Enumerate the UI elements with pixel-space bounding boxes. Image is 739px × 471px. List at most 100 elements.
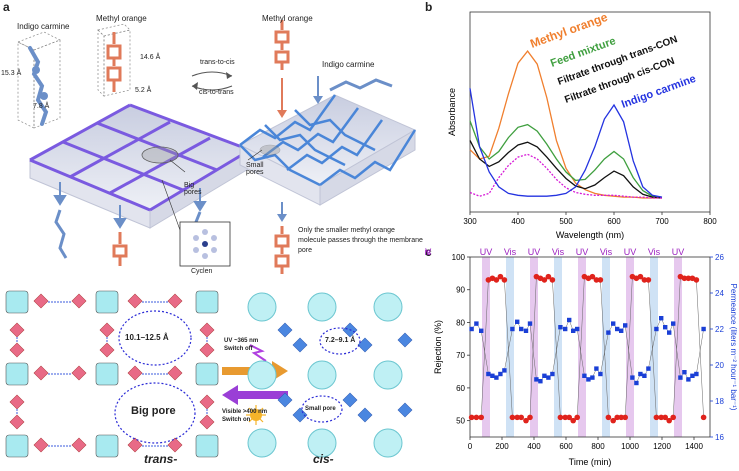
- panel-a-top-schematic: [17, 20, 417, 274]
- permeance-point: [546, 375, 551, 380]
- absorbance-ylabel: Absorbance: [447, 88, 457, 136]
- permeance-point: [490, 373, 495, 378]
- small-pore-label: Small pore: [305, 406, 336, 412]
- rejection-point: [473, 414, 480, 421]
- rejection-point: [641, 277, 648, 283]
- rejection-point: [545, 273, 552, 280]
- rejection-ytick-label: 80: [456, 318, 465, 327]
- rejection-ylabel: Rejection (%): [433, 320, 443, 374]
- rejection-point: [618, 414, 624, 421]
- methyl-passed-right: [274, 226, 290, 274]
- permeance-ytick-label: 24: [715, 289, 724, 298]
- rejection-point: [497, 273, 504, 280]
- permeance-point: [567, 317, 572, 323]
- absorbance-xtick-label: 600: [607, 217, 621, 226]
- permeance-point: [659, 316, 664, 321]
- cycle-top-label: Vis: [552, 247, 565, 257]
- time-xtick-label: 1400: [685, 442, 703, 451]
- rejection-point: [514, 414, 520, 421]
- time-xtick-label: 200: [495, 442, 509, 451]
- absorbance-xtick-label: 500: [559, 217, 573, 226]
- permeance-point: [634, 380, 639, 386]
- vis-band: [506, 257, 514, 437]
- time-xtick-label: 800: [591, 442, 605, 451]
- panel-c-letter: c: [425, 245, 432, 259]
- absorbance-plot-frame: [469, 11, 711, 213]
- panel-a-letter: a: [3, 0, 10, 14]
- permeance-point: [527, 321, 533, 326]
- absorbance-xtick-label: 400: [511, 217, 525, 226]
- permeance-ytick-label: 18: [715, 397, 724, 406]
- rejection-point: [662, 414, 668, 421]
- uv-band: [674, 257, 682, 437]
- panel-b-letter: b: [425, 0, 433, 14]
- time-xtick-label: 400: [527, 442, 541, 451]
- indigo-passed-left: [54, 209, 68, 259]
- cycle-top-label: UV: [576, 247, 589, 257]
- dim-14-6-label: 14.6 Å: [140, 54, 161, 61]
- rejection-point: [610, 417, 616, 424]
- methyl-molecule-right: [274, 20, 290, 70]
- cyclen-icon: [193, 229, 217, 259]
- rejection-ytick-label: 100: [452, 253, 466, 262]
- absorbance-series-line: [469, 120, 663, 198]
- trans-label: trans-: [144, 452, 178, 466]
- vis-switch-label: Visible >400 nm Switch on: [222, 409, 268, 423]
- permeance-ytick-label: 26: [715, 253, 724, 262]
- trans-framework: [5, 290, 219, 458]
- uv-band: [482, 257, 490, 437]
- cycle-top-label: Vis: [425, 247, 432, 257]
- rejection-point: [653, 414, 660, 421]
- methyl-passed-left: [112, 232, 128, 266]
- rejection-point: [685, 275, 692, 282]
- indigo-molecule-right: [329, 78, 393, 92]
- rejection-point: [658, 414, 664, 421]
- permeance-point: [538, 379, 543, 384]
- cis-framework: [247, 292, 413, 458]
- uv-switch-label: UV ~365 nm Switch off: [224, 338, 259, 352]
- permeance-point: [590, 375, 595, 380]
- dim-5-2-label: 5.2 Å: [135, 87, 152, 94]
- methyl-orange-label-right: Methyl orange: [262, 14, 313, 23]
- rejection-point: [637, 273, 644, 280]
- permeance-point: [654, 326, 659, 332]
- time-xtick-label: 1000: [621, 442, 639, 451]
- permeance-point: [575, 326, 580, 332]
- permeation-arrows-left: [53, 182, 207, 229]
- absorbance-series-line: [469, 153, 662, 199]
- time-xtick-label: 1200: [653, 442, 671, 451]
- rejection-point: [666, 417, 672, 424]
- switch-arrows-icon: [191, 71, 233, 91]
- big-pore-label: Big pore: [131, 405, 176, 417]
- rejection-point: [518, 414, 524, 421]
- rejection-point: [557, 414, 564, 421]
- permeance-point: [542, 373, 547, 378]
- rejection-point: [597, 277, 604, 283]
- indigo-carmine-label-right: Indigo carmine: [322, 60, 375, 69]
- rejection-point: [593, 277, 600, 283]
- rejection-permeance-chart: UVVisUVVisUVVisUVVisUVVisUV 020040060080…: [425, 247, 738, 467]
- cis-to-trans-label: cis-to-trans: [199, 89, 234, 96]
- permeance-point: [582, 373, 587, 378]
- rejection-point: [478, 414, 484, 421]
- trans-membrane-lattice: [28, 103, 252, 229]
- rejection-point: [589, 273, 596, 280]
- permeance-point: [498, 371, 503, 377]
- small-dim-label: 7.2–9.1 Å: [325, 337, 356, 344]
- methyl-molecule-box: [97, 23, 131, 97]
- rejection-point: [562, 414, 568, 421]
- rejection-point: [523, 417, 529, 424]
- time-xtick-label: 0: [468, 442, 473, 451]
- permeance-point: [642, 373, 647, 378]
- permeance-point: [486, 371, 491, 377]
- permeance-point: [630, 375, 635, 380]
- vis-band: [554, 257, 562, 437]
- permeance-point: [510, 326, 515, 332]
- rejection-point: [527, 414, 533, 421]
- methyl-orange-label: Methyl orange: [96, 14, 147, 23]
- rejection-point: [493, 277, 500, 283]
- permeance-point: [686, 377, 691, 382]
- cyclen-label: Cyclen: [191, 268, 213, 275]
- absorbance-series-line: [469, 140, 663, 199]
